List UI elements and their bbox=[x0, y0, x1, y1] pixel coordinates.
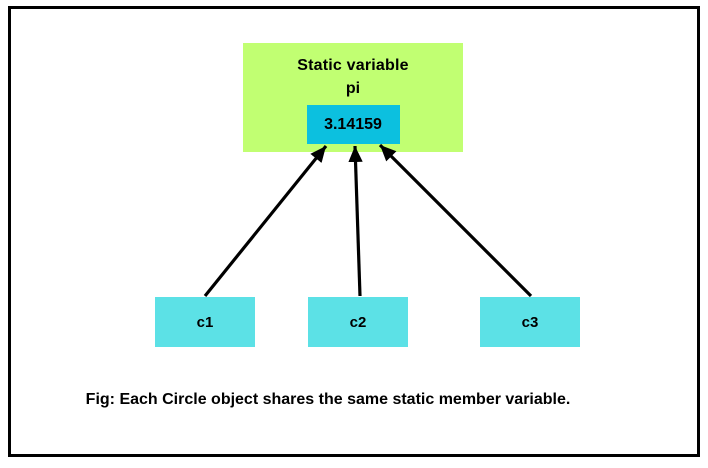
static-variable-title: Static variable bbox=[297, 57, 409, 74]
static-value-box: 3.14159 bbox=[306, 105, 400, 144]
object-label-c1: c1 bbox=[196, 313, 214, 331]
object-box-c1: c1 bbox=[155, 297, 255, 347]
static-value: 3.14159 bbox=[324, 115, 382, 133]
static-variable-box: Static variable pi 3.14159 bbox=[243, 43, 463, 152]
static-variable-name: pi bbox=[345, 80, 361, 97]
object-box-c3: c3 bbox=[480, 297, 580, 347]
object-label-c3: c3 bbox=[521, 313, 539, 331]
figure-caption: Fig: Each Circle object shares the same … bbox=[85, 391, 571, 408]
object-label-c2: c2 bbox=[349, 313, 367, 331]
object-box-c2: c2 bbox=[308, 297, 408, 347]
